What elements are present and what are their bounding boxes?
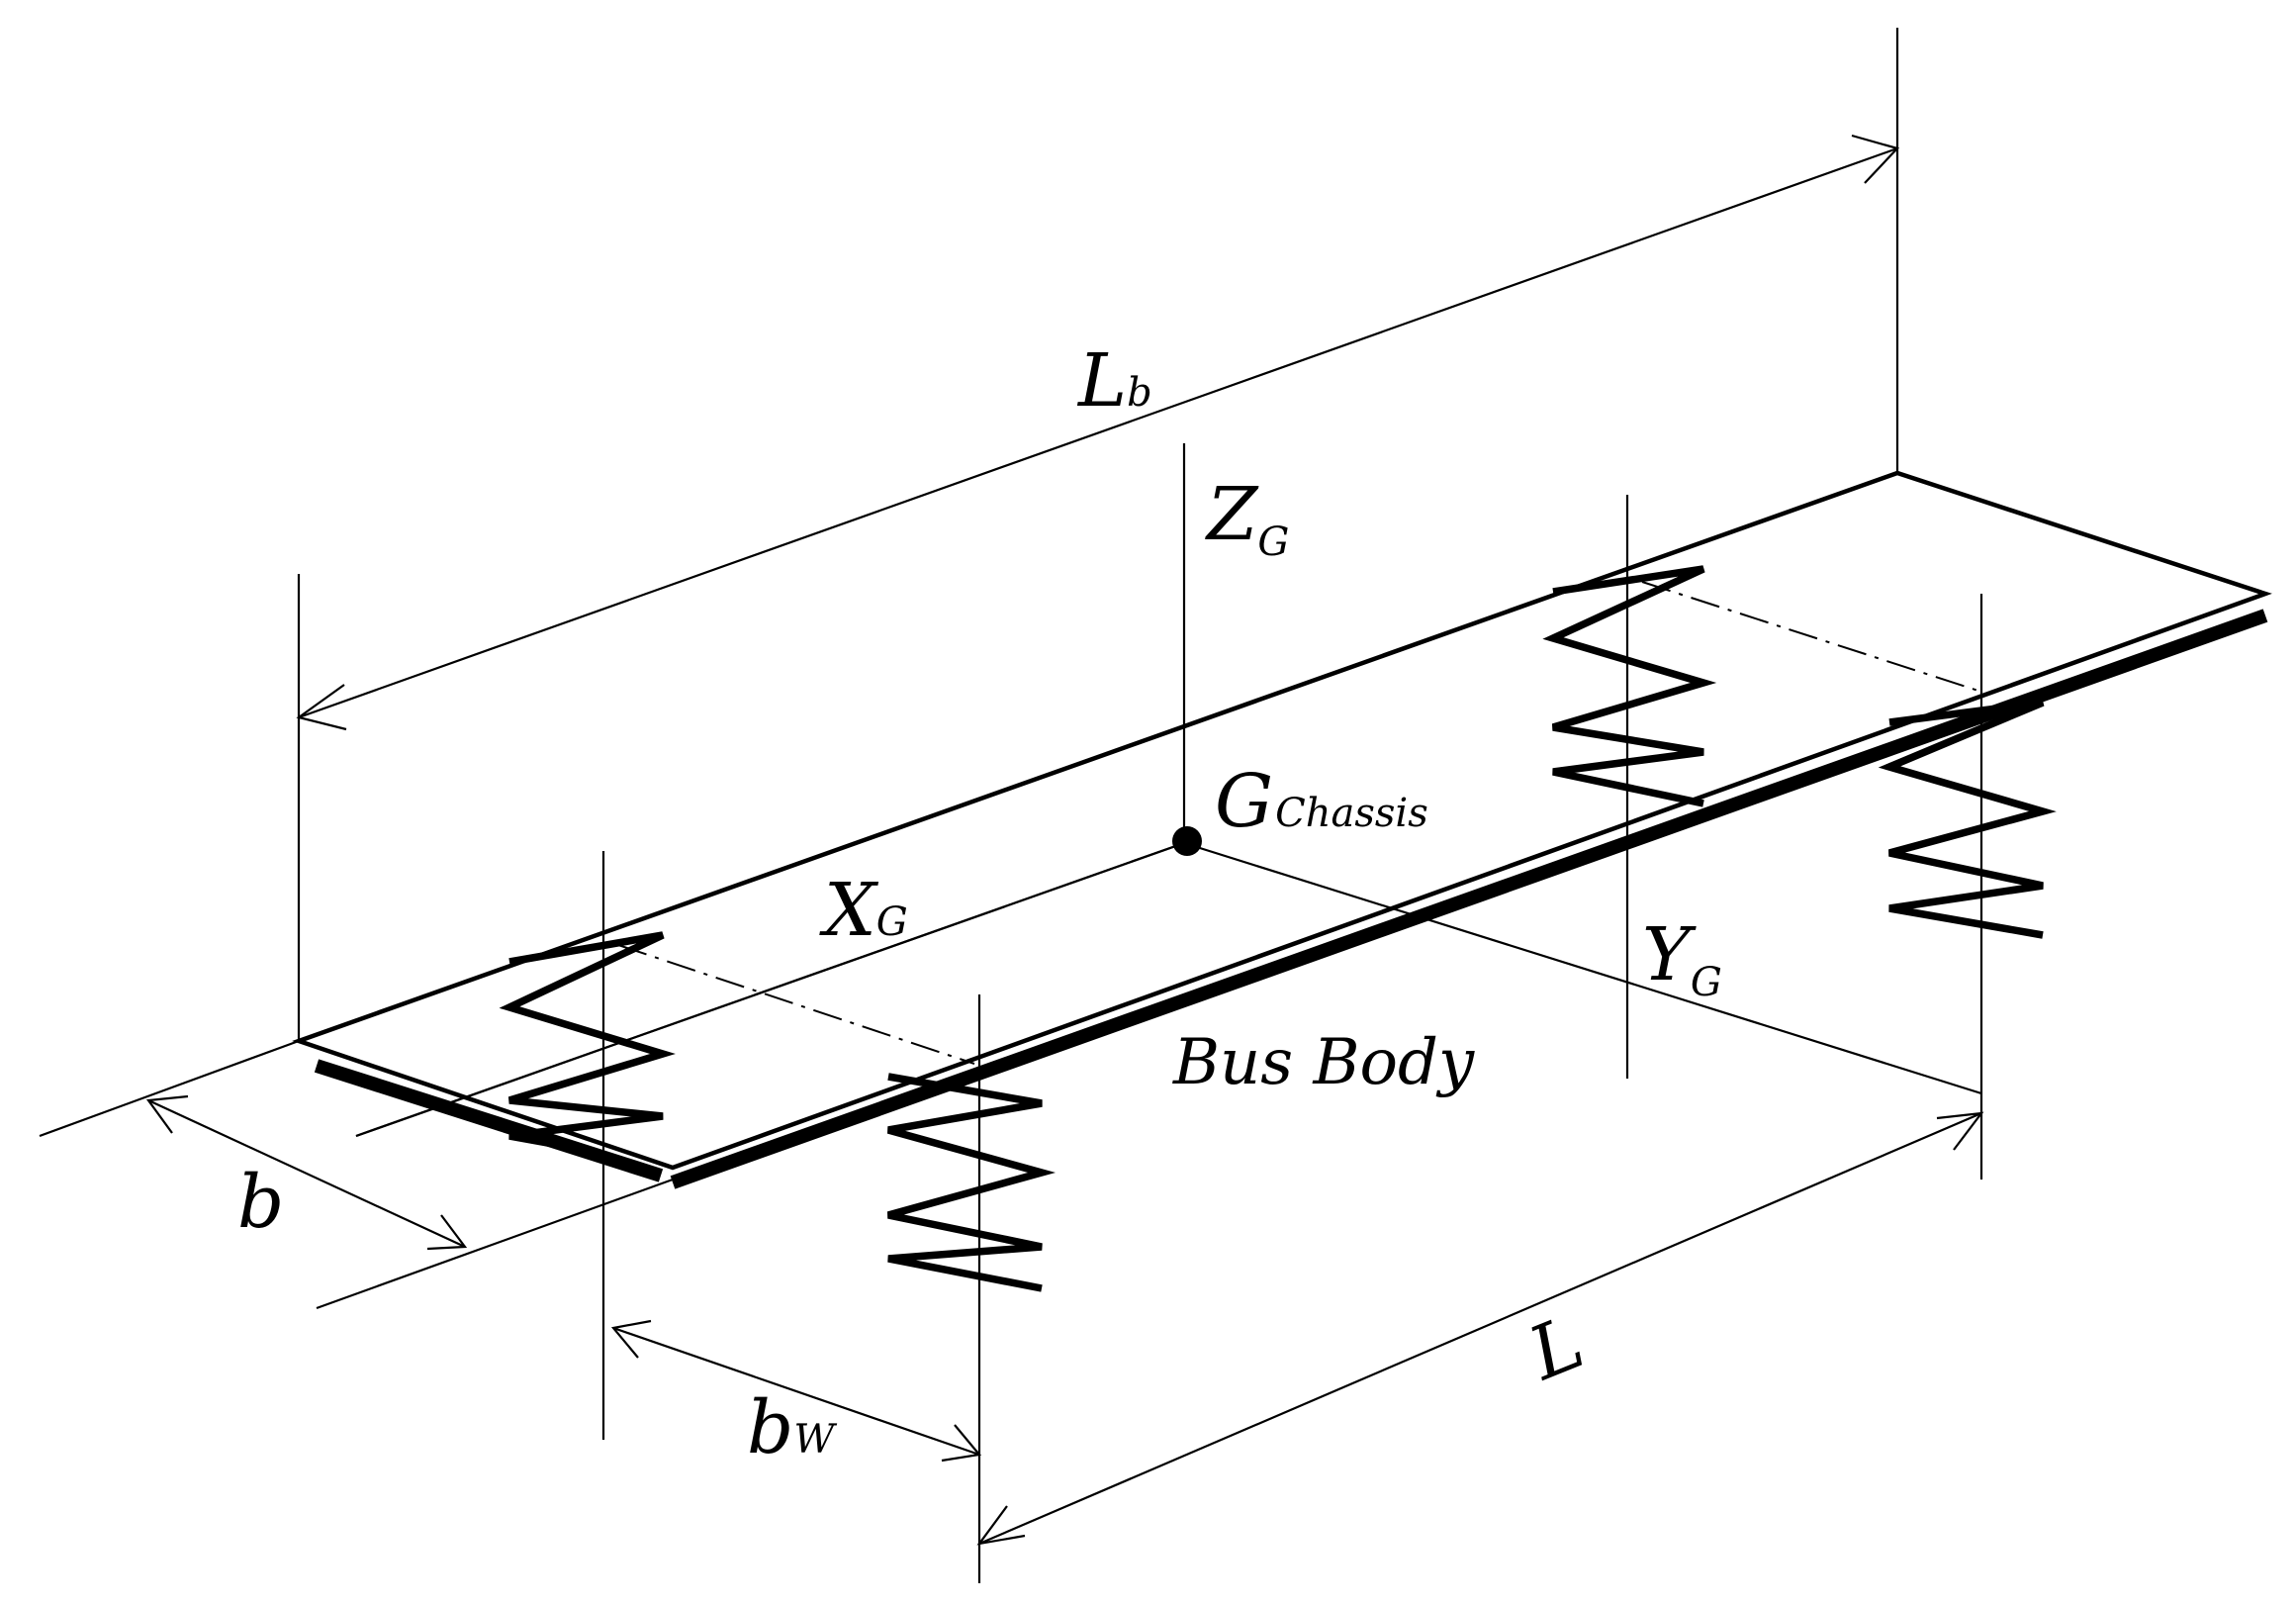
springs [499,565,2057,1292]
label-yg: YG [1642,912,1722,1005]
axle-rear [1641,581,1979,692]
label-b: b [237,1160,284,1245]
b-arrowhead-bottom [426,1214,468,1251]
lb-dimension-line [298,146,1898,719]
g-chassis-point [1172,826,1202,856]
l-dimension-line [978,1111,1982,1546]
axle-front [617,944,975,1065]
bw-arrowhead-right [941,1424,982,1463]
label-zg: ZG [1205,472,1289,565]
g-dimension-lines [1183,841,1982,1095]
labels: Lb ZG GChassis XG YG Bus Body b bW L [237,338,1722,1470]
label-bw: bW [747,1385,837,1470]
bw-dimension-line [612,1326,980,1457]
b-arrowhead-top [145,1094,189,1134]
ext-line-right-edge [316,1178,674,1310]
yg-line [1183,841,1982,1095]
plate-top-outline [292,470,2272,1171]
lb-arrowhead-right [1851,134,1900,184]
plate-thickness-left [314,1059,664,1182]
label-g-chassis: GChassis [1215,759,1428,844]
spring-front-left [499,931,676,1149]
dimension-arrows [145,134,1984,1546]
lb-arrowhead-left [296,684,347,731]
xg-line [355,841,1185,1138]
bw-arrowhead-left [610,1319,652,1359]
spring-rear-left [1542,565,1717,807]
l-arrowhead-right [1936,1111,1984,1151]
label-xg: XG [819,868,908,953]
spring-rear-right [1878,699,2057,939]
label-lb: Lb [1076,338,1152,424]
axle-lines [617,581,1979,1065]
l-arrowhead-left [976,1505,1026,1546]
ext-line-left-edge [39,1039,300,1138]
b-dimension-line [147,1099,466,1248]
label-bus-body: Bus Body [1172,1026,1475,1099]
spring-front-right [886,1073,1056,1292]
label-l: L [1516,1300,1596,1398]
